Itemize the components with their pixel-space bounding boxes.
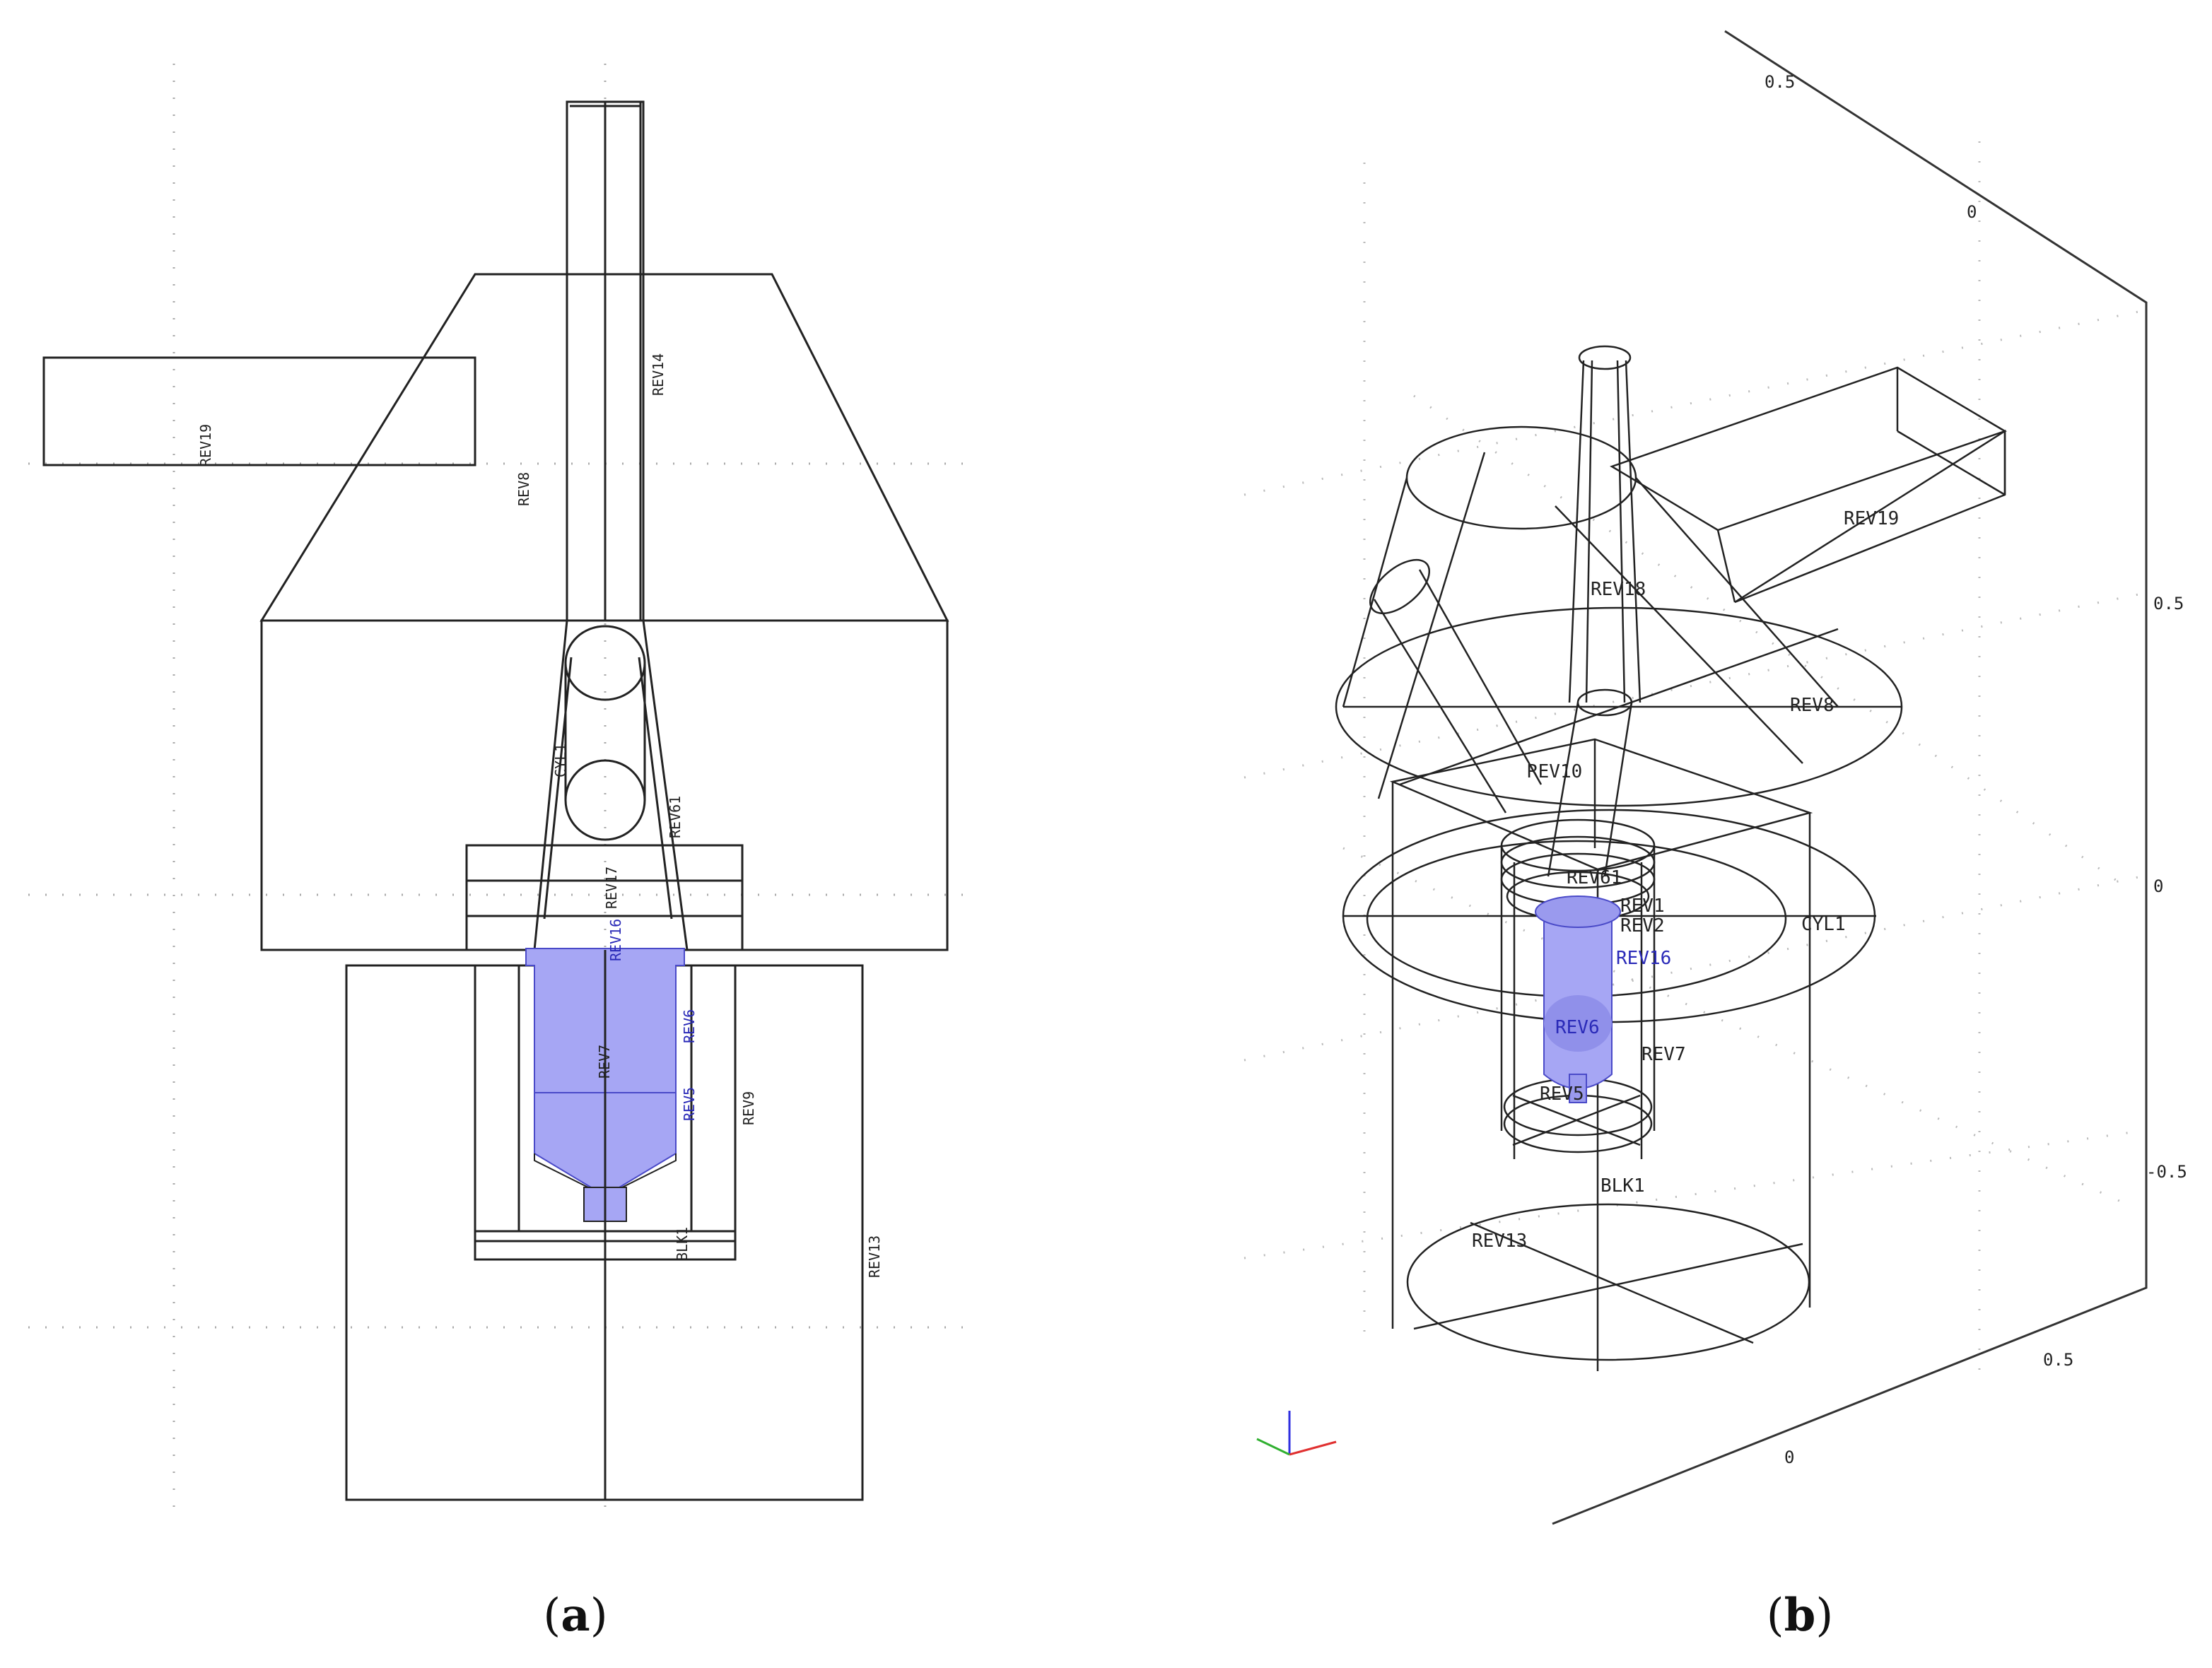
panel-a-drawing: REV19 REV8 REV14 CYL1 REV61 REV17 REV16 … <box>28 64 969 1513</box>
panel-a-section-view: REV19 REV8 REV14 CYL1 REV61 REV17 REV16 … <box>0 0 990 1583</box>
panel-b-isometric-view: REV19 REV18 REV8 REV10 REV61 REV1 REV2 R… <box>1202 0 2212 1583</box>
side-duct <box>42 356 476 466</box>
highlighted-crucible-3d <box>1535 895 1621 1103</box>
label-rev16: REV16 <box>607 919 624 961</box>
tick-right-0.5: 0.5 <box>2153 594 2184 613</box>
label3d-rev16: REV16 <box>1616 948 1671 969</box>
label-rev17: REV17 <box>603 867 620 909</box>
label3d-blk1: BLK1 <box>1601 1175 1645 1197</box>
panel-b-drawing: REV19 REV18 REV8 REV10 REV61 REV1 REV2 R… <box>1243 30 2187 1525</box>
tick-bottom-0.5: 0.5 <box>2043 1350 2073 1370</box>
label3d-rev1: REV1 <box>1620 895 1665 917</box>
label-rev8: REV8 <box>515 472 532 506</box>
label3d-rev2: REV2 <box>1620 915 1665 936</box>
label-rev6: REV6 <box>681 1009 698 1043</box>
label-rev7: REV7 <box>596 1045 613 1079</box>
label-rev5: REV5 <box>681 1087 698 1121</box>
label-cyl1: CYL1 <box>552 744 569 777</box>
tick-right-neg0.5: -0.5 <box>2146 1162 2187 1182</box>
label3d-rev10: REV10 <box>1527 761 1582 782</box>
caption-b: (b) <box>1766 1589 1834 1642</box>
label-rev19: REV19 <box>197 424 214 466</box>
cyl-ellipse-upper <box>564 625 646 701</box>
label3d-rev13: REV13 <box>1472 1231 1527 1252</box>
label3d-rev18: REV18 <box>1591 579 1646 600</box>
label-rev13: REV13 <box>866 1235 883 1278</box>
geometry-outlines <box>42 100 949 1501</box>
geometry-3d <box>1335 345 2007 1371</box>
caption-a: (a) <box>543 1589 608 1642</box>
label3d-rev61: REV61 <box>1567 867 1622 888</box>
label3d-rev6: REV6 <box>1555 1017 1600 1038</box>
label3d-rev5: REV5 <box>1540 1083 1584 1105</box>
label3d-cyl1: CYL1 <box>1801 914 1846 935</box>
orientation-triad-icon <box>1256 1411 1337 1456</box>
tick-bottom-0: 0 <box>1784 1447 1794 1467</box>
axes-frame <box>1552 30 2148 1525</box>
label-rev14: REV14 <box>650 353 667 396</box>
label3d-rev8: REV8 <box>1790 695 1834 716</box>
tick-top-0: 0 <box>1967 202 1977 222</box>
grid-dots <box>28 64 969 1513</box>
tick-top-0.5: 0.5 <box>1765 72 1795 92</box>
tick-right-0: 0 <box>2153 876 2163 896</box>
label3d-rev19: REV19 <box>1844 508 1899 529</box>
label3d-rev7: REV7 <box>1642 1044 1686 1065</box>
label-rev9: REV9 <box>740 1091 757 1125</box>
label-blk1: BLK1 <box>674 1227 691 1261</box>
label-rev61: REV61 <box>667 796 684 838</box>
